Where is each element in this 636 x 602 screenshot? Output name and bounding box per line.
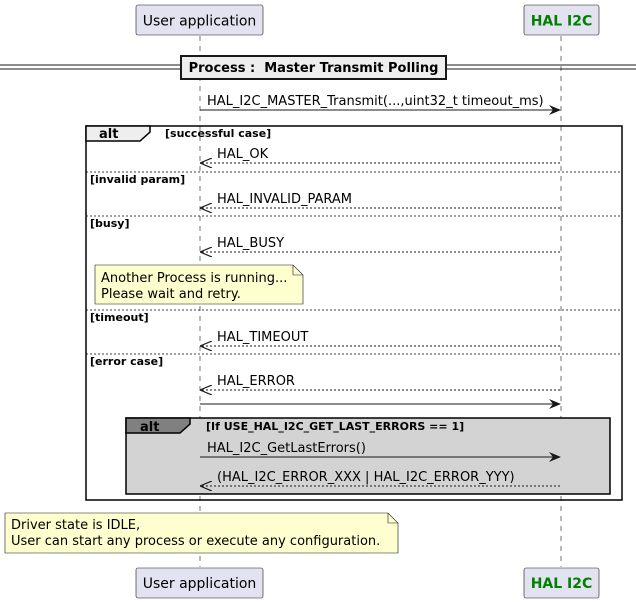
condition-timeout: [timeout] [90, 311, 149, 324]
participant-label: HAL I2C [531, 14, 593, 30]
condition-error: [error case] [90, 355, 163, 368]
message-get-last-errors: HAL_I2C_GetLastErrors() [200, 441, 561, 462]
note-final: Driver state is IDLE, User can start any… [4, 512, 399, 554]
participant-label: User application [143, 576, 257, 592]
participant-user-application-top: User application [135, 4, 264, 36]
message-label: HAL_I2C_GetLastErrors() [207, 441, 366, 456]
message-hal-timeout: HAL_TIMEOUT [201, 330, 560, 346]
message-label: HAL_TIMEOUT [217, 330, 308, 345]
message-hal-busy: HAL_BUSY [201, 236, 560, 252]
alt-frame-inner: alt [If USE_HAL_I2C_GET_LAST_ERRORS == 1… [125, 417, 611, 495]
participant-label: HAL I2C [531, 576, 593, 592]
message-hal-error: HAL_ERROR [201, 374, 560, 390]
alt-label: alt [99, 127, 118, 142]
note-line-1: Driver state is IDLE, [11, 518, 140, 533]
message-error-codes: (HAL_I2C_ERROR_XXX | HAL_I2C_ERROR_YYY) [201, 470, 560, 486]
message-label: HAL_INVALID_PARAM [217, 192, 352, 207]
message-hal-invalid-param: HAL_INVALID_PARAM [201, 192, 560, 208]
note-line-1: Another Process is running... [101, 271, 287, 286]
condition-successful: [successful case] [165, 127, 271, 140]
message-label: HAL_BUSY [217, 236, 284, 251]
message-label: HAL_OK [217, 147, 269, 162]
divider-label: Process : Master Transmit Polling [189, 61, 439, 76]
message-label: (HAL_I2C_ERROR_XXX | HAL_I2C_ERROR_YYY) [217, 470, 515, 485]
message-label: HAL_ERROR [217, 374, 295, 389]
participant-hal-i2c-bottom: HAL I2C [523, 567, 600, 599]
participant-label: User application [143, 14, 257, 30]
participant-user-application-bottom: User application [135, 567, 264, 599]
note-busy: Another Process is running... Please wai… [94, 264, 304, 305]
note-line-2: User can start any process or execute an… [11, 534, 380, 549]
participant-hal-i2c-top: HAL I2C [523, 4, 600, 36]
condition-invalid-param: [invalid param] [90, 173, 185, 186]
condition-busy: [busy] [90, 217, 129, 230]
message-transmit-call: HAL_I2C_MASTER_Transmit(...,uint32_t tim… [200, 94, 561, 115]
note-line-2: Please wait and retry. [101, 287, 241, 302]
process-divider: Process : Master Transmit Polling [0, 55, 636, 80]
alt-frame-outer: alt [successful case] [invalid param] [b… [85, 125, 623, 501]
condition-get-last-errors: [If USE_HAL_I2C_GET_LAST_ERRORS == 1] [206, 420, 464, 433]
message-label: HAL_I2C_MASTER_Transmit(...,uint32_t tim… [207, 94, 544, 109]
message-hal-ok: HAL_OK [201, 147, 560, 163]
alt-label: alt [140, 420, 159, 435]
